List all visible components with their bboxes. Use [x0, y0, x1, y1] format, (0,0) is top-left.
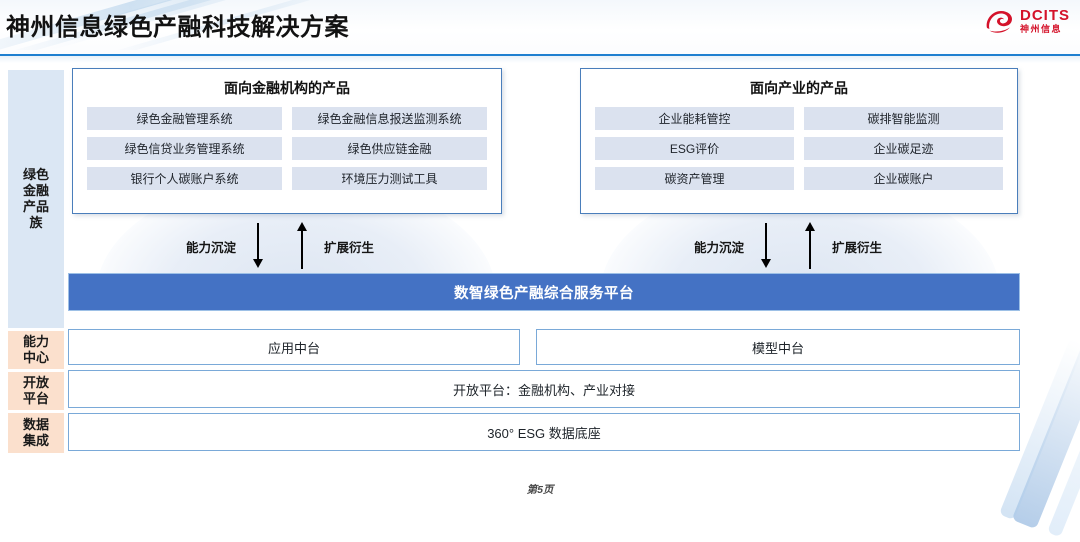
arrow-label-expansion-derivation: 扩展衍生 [832, 240, 883, 255]
open-platform-row[interactable]: 开放平台：金融机构、产业对接 [68, 370, 1020, 408]
product-chip[interactable]: ESG评价 [595, 137, 794, 160]
arrow-label-capability-precipitation: 能力沉淀 [186, 240, 237, 255]
capability-center-application[interactable]: 应用中台 [68, 329, 520, 365]
dcits-swirl-icon [984, 8, 1014, 34]
product-chip[interactable]: 企业能耗管控 [595, 107, 794, 130]
product-box-industry: 面向产业的产品 企业能耗管控 碳排智能监测 ESG评价 企业碳足迹 碳资产管理 … [580, 68, 1018, 214]
header-divider-shadow [0, 56, 1080, 63]
product-chip[interactable]: 银行个人碳账户系统 [87, 167, 282, 190]
arrow-label-capability-precipitation: 能力沉淀 [694, 240, 745, 255]
product-chip[interactable]: 企业碳账户 [804, 167, 1003, 190]
product-chip[interactable]: 碳资产管理 [595, 167, 794, 190]
company-logo: DCITS 神州信息 [984, 8, 1070, 34]
product-chip-grid: 企业能耗管控 碳排智能监测 ESG评价 企业碳足迹 碳资产管理 企业碳账户 [581, 98, 1017, 190]
product-chip[interactable]: 绿色信贷业务管理系统 [87, 137, 282, 160]
arrow-label-expansion-derivation: 扩展衍生 [324, 240, 375, 255]
arrow-down-icon [236, 222, 280, 270]
sidebar-item-data-integration[interactable]: 数据集成 [8, 413, 64, 453]
product-chip[interactable]: 企业碳足迹 [804, 137, 1003, 160]
sidebar-item-open-platform[interactable]: 开放平台 [8, 372, 64, 410]
capability-center-model[interactable]: 模型中台 [536, 329, 1020, 365]
product-chip-grid: 绿色金融管理系统 绿色金融信息报送监测系统 绿色信贷业务管理系统 绿色供应链金融… [73, 98, 501, 190]
page-number-footer: 第5页 [526, 484, 554, 496]
arrow-up-icon [280, 222, 324, 270]
product-chip[interactable]: 绿色金融信息报送监测系统 [292, 107, 487, 130]
sidebar-item-green-finance-products[interactable]: 绿色金融产品族 [8, 70, 64, 328]
diagram-canvas: 绿色金融产品族 能力中心 开放平台 数据集成 面向金融机构的产品 绿色金融管理系… [0, 63, 1080, 538]
sidebar-item-label: 开放平台 [22, 374, 49, 406]
sidebar-item-label: 能力中心 [22, 333, 49, 365]
product-box-title: 面向产业的产品 [750, 80, 848, 96]
product-chip[interactable]: 绿色供应链金融 [292, 137, 487, 160]
platform-bar[interactable]: 数智绿色产融综合服务平台 [68, 273, 1020, 311]
page-header: 神州信息绿色产融科技解决方案 DCITS 神州信息 [0, 0, 1080, 56]
product-box-financial-institutions: 面向金融机构的产品 绿色金融管理系统 绿色金融信息报送监测系统 绿色信贷业务管理… [72, 68, 502, 214]
logo-text-en: DCITS [1020, 7, 1070, 24]
header-divider [0, 54, 1080, 56]
product-chip[interactable]: 碳排智能监测 [804, 107, 1003, 130]
sidebar-item-label: 数据集成 [22, 416, 49, 448]
product-chip[interactable]: 绿色金融管理系统 [87, 107, 282, 130]
logo-text-cn: 神州信息 [1020, 24, 1063, 34]
arrow-down-icon [744, 222, 788, 270]
arrow-group-left: 能力沉淀 扩展衍生 [186, 221, 374, 271]
product-box-title: 面向金融机构的产品 [224, 80, 350, 96]
product-chip[interactable]: 环境压力测试工具 [292, 167, 487, 190]
arrow-up-icon [788, 222, 832, 270]
sidebar-item-label: 绿色金融产品族 [22, 166, 49, 231]
data-integration-row[interactable]: 360° ESG 数据底座 [68, 413, 1020, 451]
page-title: 神州信息绿色产融科技解决方案 [6, 14, 349, 41]
sidebar-item-capability-center[interactable]: 能力中心 [8, 331, 64, 369]
arrow-group-right: 能力沉淀 扩展衍生 [694, 221, 882, 271]
